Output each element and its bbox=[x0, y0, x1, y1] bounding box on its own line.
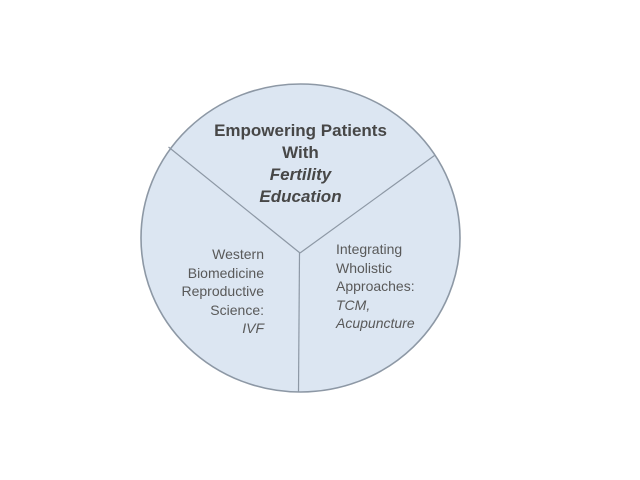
left-segment-text: Western Biomedicine Reproductive Science… bbox=[182, 245, 265, 338]
circle-outline bbox=[141, 84, 460, 392]
divider-line-upper-left bbox=[168, 146, 301, 254]
left-line-2: Biomedicine bbox=[187, 264, 264, 281]
title-line-2: With bbox=[282, 143, 319, 162]
right-line-4: TCM, bbox=[336, 296, 371, 313]
left-line-1: Western bbox=[212, 246, 264, 262]
circle-border bbox=[140, 83, 461, 393]
right-line-5: Acupuncture bbox=[336, 315, 415, 332]
right-line-2: Wholistic bbox=[336, 259, 393, 276]
left-line-4: Science: bbox=[210, 301, 264, 318]
title-line-4: Education bbox=[259, 187, 342, 206]
right-segment-text: Integrating Wholistic Approaches: TCM, A… bbox=[336, 240, 415, 333]
left-line-3: Reproductive bbox=[181, 283, 265, 300]
right-line-1: Integrating bbox=[336, 241, 403, 257]
left-line-5: IVF bbox=[242, 320, 264, 337]
title-line-1: Empowering Patients bbox=[214, 121, 387, 140]
top-segment-text: Empowering Patients With Fertility Educa… bbox=[160, 120, 441, 208]
divider-line-bottom bbox=[297, 252, 301, 392]
divider-line-upper-right bbox=[299, 155, 435, 254]
right-line-3: Approaches: bbox=[336, 278, 415, 295]
title-line-3: Fertility bbox=[269, 165, 332, 184]
